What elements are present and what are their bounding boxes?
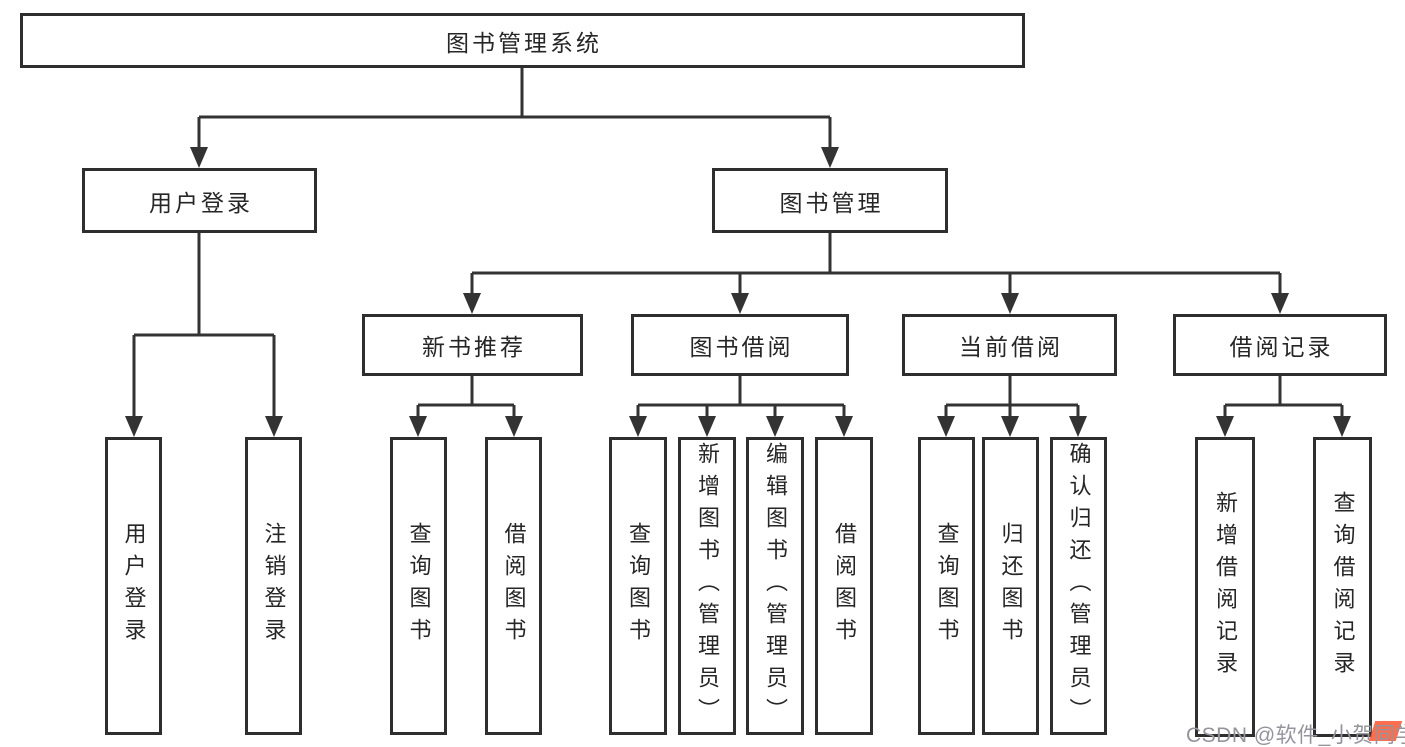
node-current-borrow: 当前借阅 xyxy=(902,314,1117,376)
node-root: 图书管理系统 xyxy=(20,13,1025,68)
leaf-add-book-admin: 新增图书（管理员） xyxy=(678,437,736,735)
node-user-login: 用户登录 xyxy=(82,168,317,233)
node-current-borrow-label: 当前借阅 xyxy=(959,334,1063,360)
node-book-borrow: 图书借阅 xyxy=(631,314,849,376)
leaf-query-book-borrow: 查询图书 xyxy=(609,437,667,735)
connector-root-to-level2 xyxy=(190,68,839,168)
connector-book-borrow-to-leaves xyxy=(629,376,853,437)
connector-current-borrow-to-leaves xyxy=(937,376,1087,437)
leaf-confirm-return-admin: 确认归还（管理员） xyxy=(1050,437,1107,735)
node-new-book-recommend-label: 新书推荐 xyxy=(422,334,526,360)
leaf-logout: 注销登录 xyxy=(245,437,302,735)
connector-user-login-to-leaves xyxy=(125,233,283,437)
leaf-query-borrow-record-label: 查询借阅记录 xyxy=(1330,491,1356,683)
leaf-add-book-admin-label: 新增图书（管理员） xyxy=(695,442,720,730)
node-book-borrow-label: 图书借阅 xyxy=(689,334,794,360)
node-book-management: 图书管理 xyxy=(712,168,948,233)
connector-new-book-recommend-to-leaves xyxy=(409,376,523,437)
connector-book-management-to-level3 xyxy=(463,233,1289,314)
leaf-return-book-label: 归还图书 xyxy=(998,522,1024,650)
leaf-borrow-book-recommend-label: 借阅图书 xyxy=(501,522,527,650)
node-new-book-recommend: 新书推荐 xyxy=(362,314,583,376)
node-book-management-label: 图书管理 xyxy=(779,189,884,216)
leaf-edit-book-admin: 编辑图书（管理员） xyxy=(746,437,804,735)
node-borrow-record-label: 借阅记录 xyxy=(1229,334,1334,360)
leaf-add-borrow-record: 新增借阅记录 xyxy=(1195,437,1255,737)
node-borrow-record: 借阅记录 xyxy=(1173,314,1387,376)
leaf-query-book-recommend: 查询图书 xyxy=(390,437,447,735)
leaf-user-login-label: 用户登录 xyxy=(121,522,147,650)
node-root-label: 图书管理系统 xyxy=(446,29,602,56)
leaf-return-book: 归还图书 xyxy=(982,437,1039,735)
leaf-query-book-recommend-label: 查询图书 xyxy=(406,522,432,650)
leaf-confirm-return-admin-label: 确认归还（管理员） xyxy=(1066,442,1092,730)
leaf-user-login: 用户登录 xyxy=(105,437,162,735)
csdn-watermark: CSDN @软件_小贺同学 xyxy=(1186,724,1405,747)
leaf-add-borrow-record-label: 新增借阅记录 xyxy=(1213,491,1238,683)
leaf-query-book-current-label: 查询图书 xyxy=(934,522,960,650)
leaf-borrow-book: 借阅图书 xyxy=(815,437,873,735)
node-user-login-label: 用户登录 xyxy=(149,189,253,216)
leaf-edit-book-admin-label: 编辑图书（管理员） xyxy=(763,442,788,730)
leaf-borrow-book-label: 借阅图书 xyxy=(832,522,857,650)
leaf-borrow-book-recommend: 借阅图书 xyxy=(485,437,542,735)
leaf-query-book-current: 查询图书 xyxy=(918,437,975,735)
leaf-logout-label: 注销登录 xyxy=(261,522,287,650)
leaf-query-borrow-record: 查询借阅记录 xyxy=(1313,437,1372,737)
leaf-query-book-borrow-label: 查询图书 xyxy=(626,522,651,650)
connector-borrow-record-to-leaves xyxy=(1216,376,1351,437)
